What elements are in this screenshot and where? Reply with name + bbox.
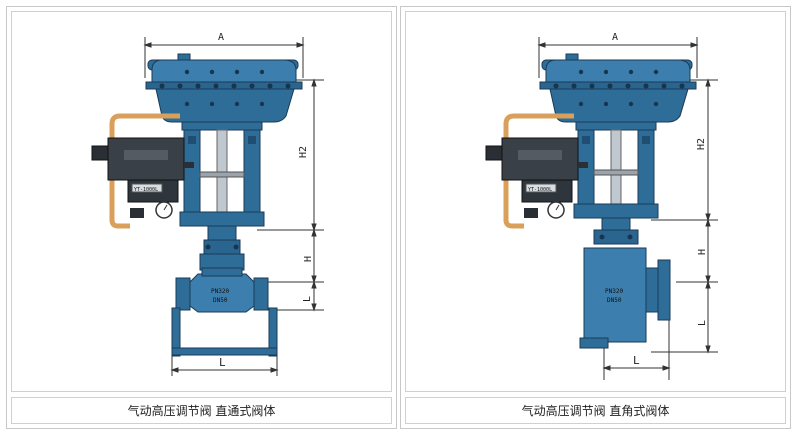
base-frame (171, 307, 278, 357)
straight-valve-caption: 气动高压调节阀 直通式阀体 (11, 397, 392, 424)
dimension-h2-label: H2 (298, 146, 309, 158)
angle-valve-drawing: A H2 H L (485, 32, 718, 380)
dimension-l-small-label: L (302, 296, 313, 302)
right-panel: A H2 H L (400, 6, 791, 429)
dimension-a (143, 37, 305, 78)
dimension-a-label: A (612, 32, 618, 43)
dimension-l-side-label: L (697, 320, 708, 326)
positioner-label: YT-1000L (528, 187, 552, 193)
positioner-label: YT-1000L (134, 187, 158, 193)
dimension-h-label: H (697, 249, 708, 255)
bonnet (199, 225, 245, 271)
dimension-l-bottom (602, 312, 671, 380)
dimension-l-bottom-label: L (633, 354, 640, 367)
diaphragm-actuator (539, 53, 697, 123)
left-panel: A H2 H L (6, 6, 397, 429)
dimension-h2-label: H2 (696, 138, 707, 150)
straight-valve-drawing: A H2 H L (91, 32, 324, 376)
body-pn-label: PN320 (605, 288, 623, 295)
diaphragm-actuator (145, 53, 303, 123)
positioner: YT-1000L (91, 137, 194, 219)
positioner: YT-1000L (485, 137, 588, 219)
dimension-l-bottom-label: L (219, 356, 226, 369)
valve-body-straight: PN320 DN50 (175, 267, 269, 313)
valve-body-angle: PN320 DN50 (579, 217, 671, 349)
body-pn-label: PN320 (211, 288, 229, 295)
straight-valve-image-cell: A H2 H L (11, 11, 392, 392)
body-dn-label: DN50 (607, 297, 622, 304)
angle-valve-caption: 气动高压调节阀 直角式阀体 (405, 397, 786, 424)
body-dn-label: DN50 (213, 297, 228, 304)
dimension-a-label: A (218, 32, 224, 43)
yoke (179, 121, 265, 227)
dimension-h-label: H (303, 256, 314, 262)
yoke (573, 121, 659, 219)
dimension-a (537, 37, 699, 78)
dimension-vertical (257, 78, 324, 312)
angle-valve-image-cell: A H2 H L (405, 11, 786, 392)
